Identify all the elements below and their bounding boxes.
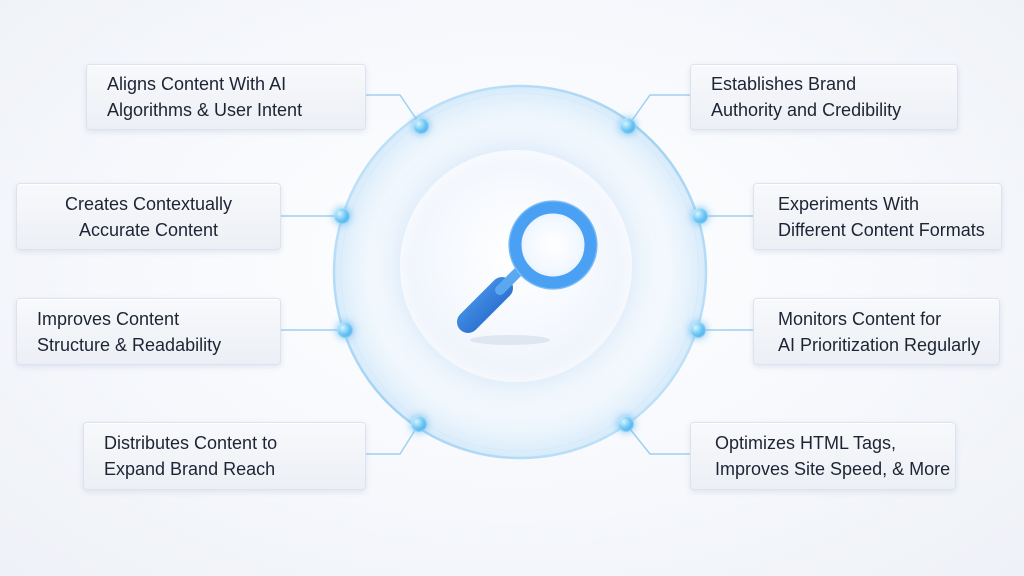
node-distributes-content [411, 416, 427, 432]
magnifying-glass-icon [457, 200, 598, 345]
card-label: Experiments With Different Content Forma… [778, 193, 985, 240]
card-label: Distributes Content to Expand Brand Reac… [104, 433, 278, 479]
connector-align-content [366, 94, 422, 127]
card-experiments-formats: Experiments With Different Content Forma… [753, 183, 1002, 250]
icon-shadow [470, 335, 550, 345]
card-label: Creates Contextually Accurate Content [64, 193, 233, 240]
node-optimizes-html [618, 416, 634, 432]
card-label: Optimizes HTML Tags, Improves Site Speed… [715, 433, 951, 479]
connector-brand-authority [627, 94, 690, 127]
card-monitors-content: Monitors Content for AI Prioritization R… [753, 298, 1000, 365]
outer-ring-inner [340, 92, 700, 452]
connector-optimizes-html [625, 423, 690, 455]
node-align-content [413, 118, 429, 134]
connector-lines [281, 94, 753, 455]
node-content-structure [337, 322, 353, 338]
card-brand-authority: Establishes Brand Authority and Credibil… [690, 64, 958, 130]
card-optimizes-html: Optimizes HTML Tags, Improves Site Speed… [690, 422, 956, 490]
card-distributes-content: Distributes Content to Expand Brand Reac… [83, 422, 366, 490]
card-label: Aligns Content With AI Algorithms & User… [107, 74, 303, 120]
connector-distributes-content [366, 423, 420, 455]
card-align-content: Aligns Content With AI Algorithms & User… [86, 64, 366, 130]
node-contextual-content [334, 208, 350, 224]
node-monitors-content [690, 322, 706, 338]
magnifier-lens-ring [508, 200, 598, 290]
card-contextual-content: Creates Contextually Accurate Content [16, 183, 281, 250]
outer-ring [332, 84, 708, 460]
magnifier-lens-glass [515, 207, 591, 283]
card-label: Monitors Content for AI Prioritization R… [778, 308, 981, 355]
node-experiments-formats [692, 208, 708, 224]
card-label: Improves Content Structure & Readability [37, 308, 222, 355]
magnifier-handle [457, 277, 513, 333]
magnifier-lens-highlight [508, 200, 598, 290]
node-brand-authority [620, 118, 636, 134]
card-content-structure: Improves Content Structure & Readability [16, 298, 281, 365]
card-label: Establishes Brand Authority and Credibil… [711, 74, 902, 120]
magnifier-neck [495, 267, 523, 295]
